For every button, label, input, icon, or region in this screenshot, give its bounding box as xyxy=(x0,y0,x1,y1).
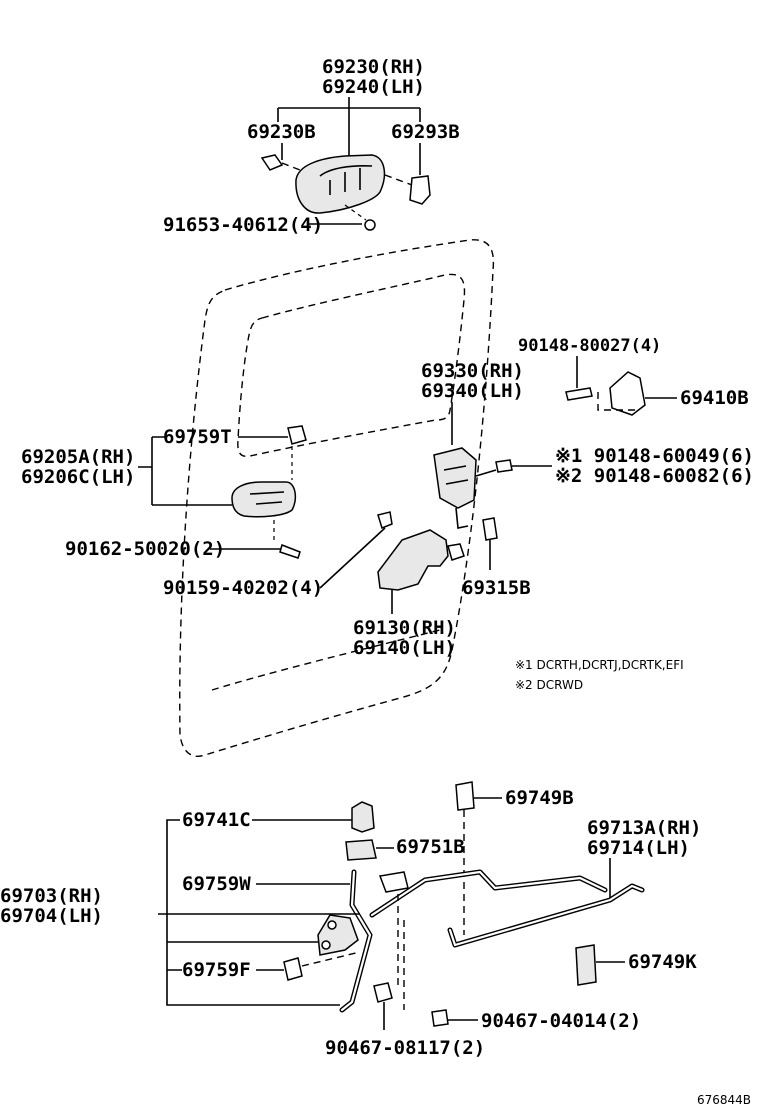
clip-90467-04014 xyxy=(431,1009,449,1027)
clip-90467-08117 xyxy=(373,982,393,1003)
outside-handle-drawing xyxy=(260,154,431,231)
label-69713A: 69713A(RH) xyxy=(587,817,701,839)
clip-69315B xyxy=(482,517,498,541)
label-90467-08117: 90467-08117(2) xyxy=(325,1037,485,1059)
label-69714: 69714(LH) xyxy=(587,837,690,859)
label-69704: 69704(LH) xyxy=(0,905,103,927)
door-lock-drawing xyxy=(433,447,477,509)
label-90467-04014: 90467-04014(2) xyxy=(481,1010,641,1032)
label-91653: 91653-40612(4) xyxy=(163,214,323,236)
bracket-69741C xyxy=(166,819,340,1006)
label-69340: 69340(LH) xyxy=(421,380,524,402)
leader-90159 xyxy=(319,527,386,589)
label-69240: 69240(LH) xyxy=(322,76,425,98)
clip-69751B xyxy=(345,839,377,861)
label-69230B: 69230B xyxy=(247,121,316,143)
label-90162: 90162-50020(2) xyxy=(65,538,225,560)
label-69751B: 69751B xyxy=(396,836,465,858)
label-69205A: 69205A(RH) xyxy=(21,446,135,468)
note-2: ※2 DCRWD xyxy=(515,678,583,692)
lock-cover-drawing xyxy=(377,529,449,591)
door-lock-group: 90148-80027(4) 69410B 69330(RH) 69340(LH… xyxy=(21,336,754,692)
screw-90162 xyxy=(279,544,301,559)
label-69140: 69140(LH) xyxy=(353,637,456,659)
label-69130: 69130(RH) xyxy=(353,617,456,639)
label-90159: 90159-40202(4) xyxy=(163,577,323,599)
label-69315B: 69315B xyxy=(462,577,531,599)
bolt-90159 xyxy=(377,511,393,529)
label-69410B: 69410B xyxy=(680,387,749,409)
rod-lower xyxy=(447,883,645,948)
label-90148-60082: ※2 90148-60082(6) xyxy=(555,465,754,487)
figure-number: 676844B xyxy=(697,1093,751,1107)
label-69330: 69330(RH) xyxy=(421,360,524,382)
outside-handle-group: 69230(RH) 69240(LH) 69230B 69293B 91653-… xyxy=(163,56,460,236)
clip-69749B xyxy=(455,781,475,811)
leader-69205A xyxy=(138,436,232,506)
label-69759W: 69759W xyxy=(182,873,251,895)
label-69703: 69703(RH) xyxy=(0,885,103,907)
label-69749B: 69749B xyxy=(505,787,574,809)
lock-control-group: 69749B 69741C 69751B 69713A(RH) 69714(LH… xyxy=(0,781,701,1059)
inside-handle-drawing xyxy=(231,481,297,518)
label-90148-80027: 90148-80027(4) xyxy=(518,336,661,356)
label-69293B: 69293B xyxy=(391,121,460,143)
label-69749K: 69749K xyxy=(628,951,697,973)
note-1: ※1 DCRTH,DCRTJ,DCRTK,EFI xyxy=(515,658,684,672)
clip-69759F xyxy=(283,957,303,981)
bolt-90148-80027 xyxy=(565,387,593,401)
label-69759F: 69759F xyxy=(182,959,251,981)
label-69230: 69230(RH) xyxy=(322,56,425,78)
label-69741C: 69741C xyxy=(182,809,251,831)
label-90148-60049: ※1 90148-60049(6) xyxy=(555,445,754,467)
label-69759T: 69759T xyxy=(163,426,232,448)
leader-69230B-69293B xyxy=(281,143,421,175)
door-outline xyxy=(179,239,495,757)
clip-69759W xyxy=(378,871,409,893)
label-69206C: 69206C(LH) xyxy=(21,466,135,488)
leader-69230 xyxy=(277,97,421,165)
clip-69741C xyxy=(351,801,375,833)
clip-69759T xyxy=(287,425,307,445)
striker-69410B xyxy=(609,371,646,416)
clip-69749K xyxy=(575,944,597,986)
